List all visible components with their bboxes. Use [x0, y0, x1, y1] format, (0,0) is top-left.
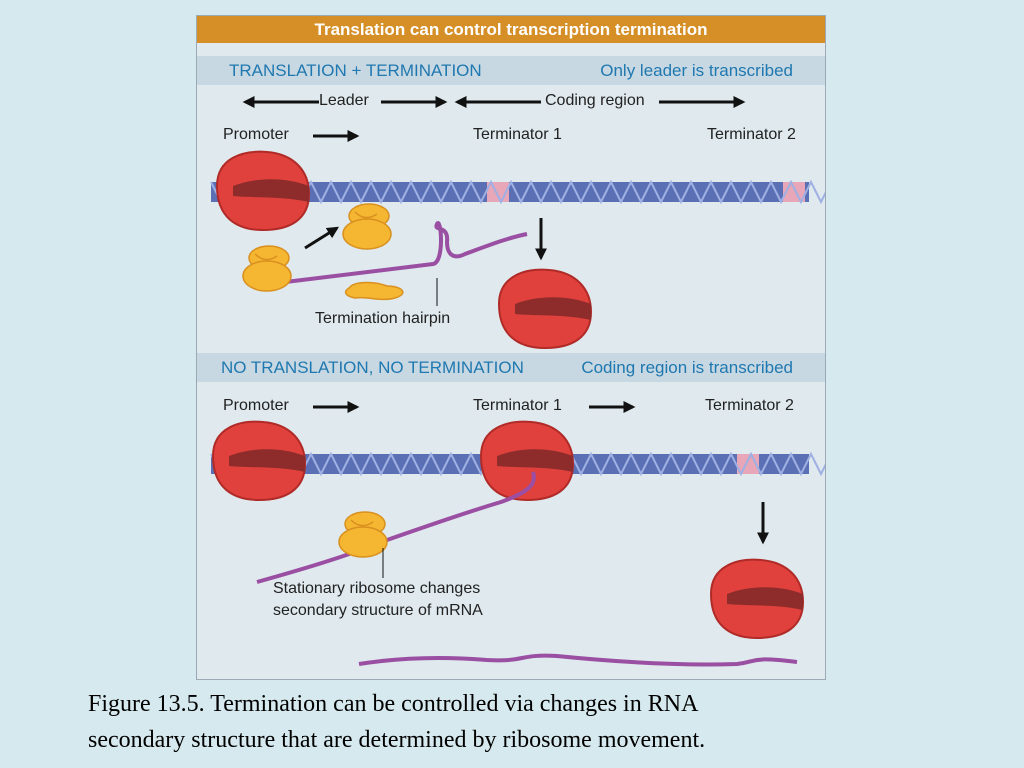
caption-line1: Figure 13.5. Termination can be controll…: [88, 691, 699, 717]
panel2-header: NO TRANSLATION, NO TERMINATION Coding re…: [197, 353, 825, 382]
rna-polymerase-icon-2: [212, 420, 306, 501]
figure-caption: Figure 13.5. Termination can be controll…: [88, 686, 988, 758]
figure-title: Translation can control transcription te…: [197, 16, 825, 43]
full-mrna-strand: [358, 653, 798, 667]
stationary-ribosome-icon: [338, 511, 388, 558]
promoter-label-2: Promoter: [223, 397, 289, 414]
panel1-header-right: Only leader is transcribed: [600, 61, 793, 80]
diagram-graphics: [210, 96, 825, 667]
ribosome-fragment-icon: [344, 281, 404, 301]
panel2-header-left: NO TRANSLATION, NO TERMINATION: [221, 358, 524, 377]
promoter-label-1: Promoter: [223, 126, 289, 143]
terminator1-label-2: Terminator 1: [473, 397, 562, 414]
ribosome-icon: [242, 245, 292, 292]
panel1-header-left: TRANSLATION + TERMINATION: [229, 61, 482, 80]
ribosome-label-line1: Stationary ribosome changes: [273, 580, 481, 597]
figure-panel: Translation can control transcription te…: [196, 15, 826, 680]
hairpin-label: Termination hairpin: [315, 310, 451, 327]
terminator2-label-1: Terminator 2: [707, 126, 796, 143]
leader-label: Leader: [319, 92, 369, 109]
panel1-header: TRANSLATION + TERMINATION Only leader is…: [197, 56, 825, 85]
mrna-hairpin: [268, 221, 528, 286]
ribosome-label-line2: secondary structure of mRNA: [273, 602, 483, 619]
dna-strand-1: [210, 179, 825, 205]
released-polymerase-icon-2: [710, 558, 804, 639]
ribosome-subunit-icon: [342, 203, 392, 250]
released-polymerase-icon: [498, 268, 592, 349]
terminator2-label-2: Terminator 2: [705, 397, 794, 414]
terminator1-label-1: Terminator 1: [473, 126, 562, 143]
coding-region-label: Coding region: [545, 92, 645, 109]
rna-polymerase-icon: [216, 150, 310, 231]
mrna-strand-2: [256, 471, 536, 584]
ribosome-arrow: [304, 226, 340, 250]
caption-line2: secondary structure that are determined …: [88, 727, 706, 753]
panel2-header-right: Coding region is transcribed: [581, 358, 793, 377]
